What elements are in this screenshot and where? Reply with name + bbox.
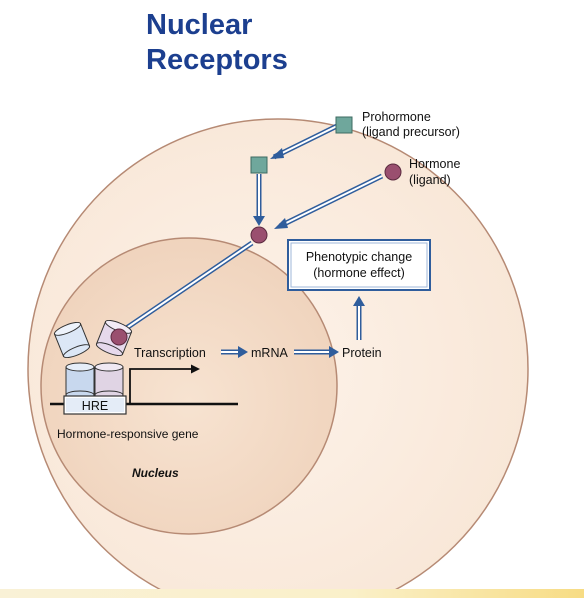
arrow-hormone-entry	[274, 173, 384, 229]
prohormone-sublabel: (ligand precursor)	[362, 125, 460, 139]
gene-label: Hormone-responsive gene	[57, 427, 199, 441]
prohormone-intracellular-icon	[250, 156, 268, 174]
hormone-intracellular-icon	[250, 226, 268, 244]
prohormone-square-icon	[335, 116, 353, 134]
arrow-mrna-protein	[294, 346, 339, 358]
phenotypic-change-label: Phenotypic change	[306, 250, 412, 264]
hre-box-fill	[66, 398, 124, 412]
nucleus-label: Nucleus	[132, 466, 179, 480]
prohormone-label-line2: (ligand precursor)	[362, 125, 460, 139]
arrow-ligand-to-receptor	[120, 240, 254, 334]
receptor-dimer	[53, 319, 133, 400]
hormone-circle-icon	[384, 163, 402, 181]
arrow-prohormone-to-cell	[270, 123, 339, 160]
hre-label: HRE	[82, 399, 108, 413]
phenotypic-change-box-inner	[290, 242, 428, 288]
transcription-start-arrow	[129, 364, 200, 404]
receptor-right-body	[94, 362, 124, 400]
arrow-transcription-mrna	[221, 346, 248, 358]
slide-title: Nuclear Receptors	[146, 8, 446, 78]
title-line-2: Receptors	[146, 44, 288, 76]
nucleus	[40, 237, 338, 535]
hormone-label: Hormone	[409, 157, 460, 171]
mrna-label: mRNA	[251, 346, 288, 360]
protein-label: Protein	[342, 346, 382, 360]
transcription-label: Transcription	[134, 346, 206, 360]
prohormone-label-line1: Prohormone	[362, 110, 431, 124]
receptor-left-body	[65, 362, 95, 400]
ligand-pathway-arrows	[120, 123, 384, 358]
arrow-protein-effect	[353, 296, 365, 340]
phenotypic-change-sublabel: (hormone effect)	[313, 266, 404, 280]
receptor-left-head	[53, 321, 91, 359]
slide-footer-bar	[0, 589, 584, 598]
prohormone-label: Prohormone	[362, 110, 431, 124]
phenotypic-change-box	[287, 239, 431, 291]
hormone-sublabel: (ligand)	[409, 173, 451, 187]
bound-ligand-icon	[110, 328, 128, 346]
title-line-1: Nuclear	[146, 9, 253, 41]
arrow-conversion	[253, 174, 265, 226]
